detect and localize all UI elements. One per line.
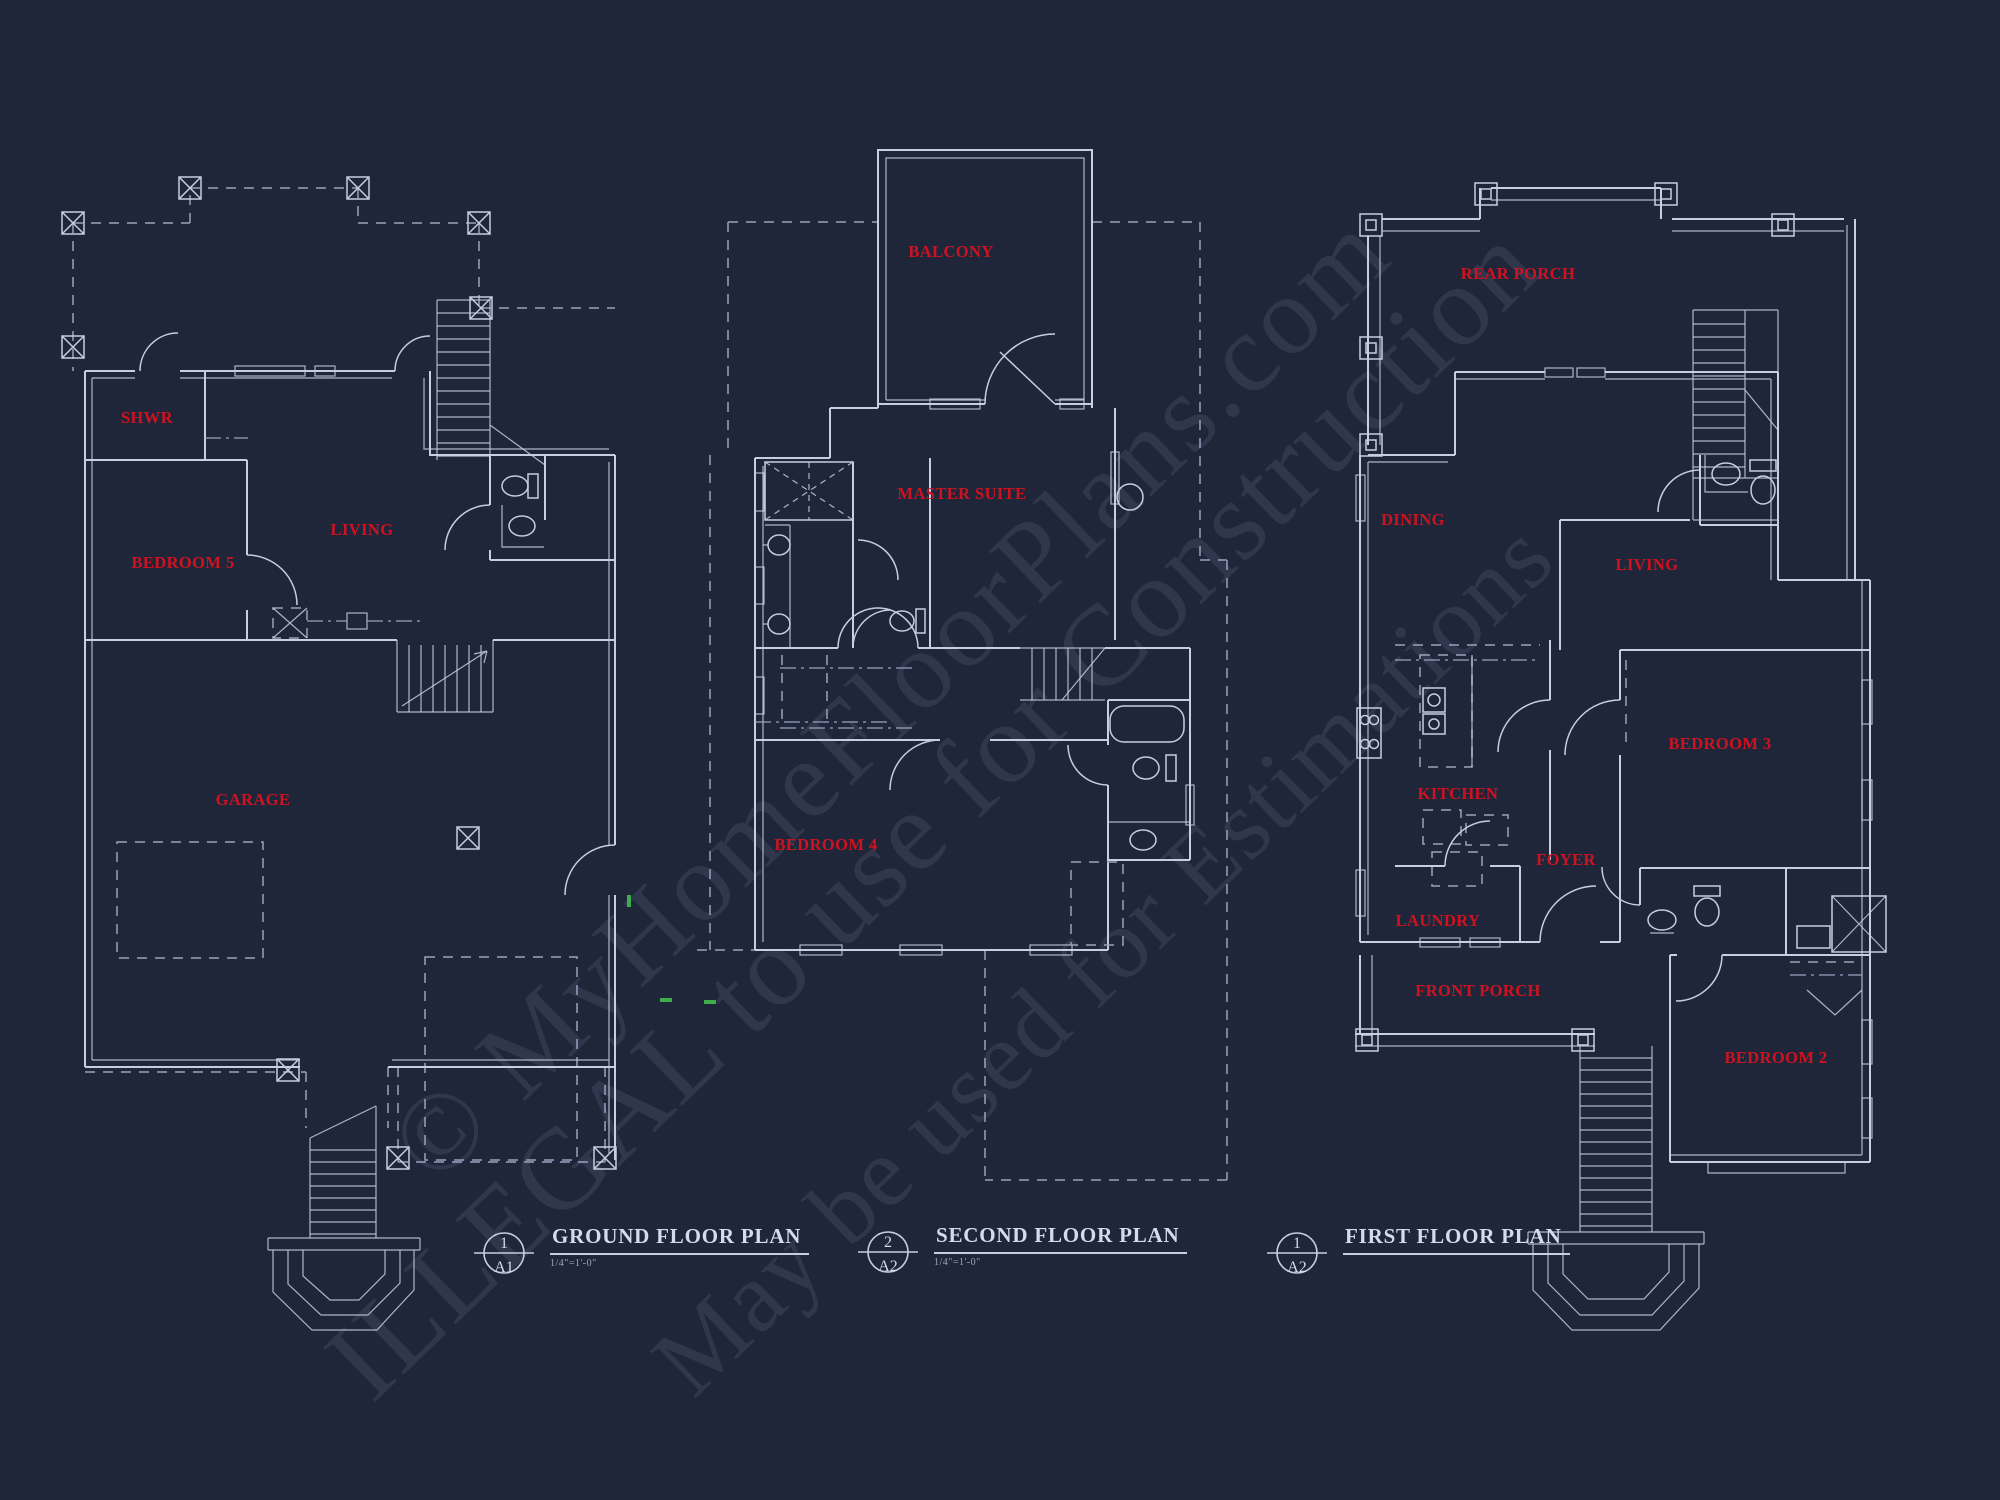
plan-title-ground: 1 A1 GROUND FLOOR PLAN 1/4"=1'-0" [468, 1222, 810, 1284]
room-label-balcony: BALCONY [908, 242, 994, 261]
walk-in-closet [780, 655, 1124, 946]
first-floor-plan-drawing [1355, 182, 1887, 1331]
laundry-room [1395, 820, 1521, 942]
room-label-rear-porch: REAR PORCH [1460, 264, 1576, 283]
toilet-fixture [501, 473, 539, 499]
detail-callout-icon: 1 A2 [1267, 1232, 1327, 1276]
room-label-foyer: FOYER [1536, 850, 1596, 869]
room-label-bedroom2: BEDROOM 2 [1724, 1048, 1828, 1067]
powder-bath [1657, 455, 1778, 526]
room-label-bedroom3: BEDROOM 3 [1668, 734, 1772, 753]
door-swing-arcs [139, 332, 616, 896]
room-label-front-porch: FRONT PORCH [1415, 981, 1541, 1000]
room-label-laundry: LAUNDRY [1395, 911, 1481, 930]
detail-callout-icon: 2 A2 [858, 1231, 918, 1275]
callout-number: 1 [1293, 1235, 1301, 1252]
front-door-arc [1539, 885, 1597, 943]
front-stoop [267, 1105, 421, 1331]
shower-fixture [764, 461, 854, 521]
room-label-bedroom5: BEDROOM 5 [131, 553, 235, 572]
sink-fixture [1108, 821, 1190, 851]
plan-title-text: GROUND FLOOR PLAN [550, 1222, 810, 1255]
interior-stairs [396, 640, 494, 713]
deck-dashed-outline [72, 187, 615, 1163]
plan-scale-text: 1/4"=1'-0" [934, 1257, 981, 1268]
callout-sheet: A2 [878, 1258, 898, 1275]
plan-scale-text [1343, 1258, 1570, 1270]
second-floor-plan-drawing [697, 149, 1228, 1181]
door-swing-arcs [837, 539, 1109, 791]
toilet-fixture [889, 608, 926, 634]
room-label-living-g: LIVING [330, 520, 394, 539]
plan-scale-text: 1/4"=1'-0" [550, 1258, 597, 1269]
room-label-garage: GARAGE [215, 790, 291, 809]
sink-fixture [501, 505, 544, 548]
stairs [1692, 309, 1779, 521]
deck-post-icons [61, 176, 617, 1170]
bathtub-fixture [1109, 705, 1185, 743]
room-label-dining: DINING [1381, 510, 1445, 529]
room-label-master: MASTER SUITE [897, 484, 1027, 503]
ground-floor-plan-drawing [61, 176, 617, 1331]
detail-callout-icon: 1 A1 [474, 1232, 534, 1276]
room-label-shwr: SHWR [120, 408, 174, 427]
room-label-kitchen: KITCHEN [1417, 784, 1499, 803]
plan-title-text: SECOND FLOOR PLAN [934, 1221, 1188, 1254]
bedroom2-walls [1669, 954, 1870, 1162]
callout-number: 2 [884, 1234, 892, 1251]
exterior-stairs [436, 299, 546, 466]
hall-bath [1601, 866, 1887, 955]
fireplace [272, 607, 420, 639]
rear-porch-rails [1367, 187, 1856, 580]
double-vanity-sinks [763, 524, 791, 648]
room-label-bedroom4: BEDROOM 4 [774, 835, 878, 854]
callout-sheet: A2 [1287, 1259, 1307, 1276]
plan-title-first: 1 A2 FIRST FLOOR PLAN [1261, 1222, 1570, 1284]
toilet-fixture [1132, 754, 1177, 782]
callout-number: 1 [500, 1235, 508, 1252]
balcony-walls [877, 149, 1093, 410]
exterior-walls [84, 365, 616, 1160]
interior-walls [85, 371, 615, 641]
stairs [755, 647, 1106, 723]
front-steps [1527, 1046, 1705, 1331]
snap-marks [627, 895, 716, 1004]
room-label-living-f: LIVING [1615, 555, 1679, 574]
plan-title-second: 2 A2 SECOND FLOOR PLAN 1/4"=1'-0" [852, 1221, 1188, 1283]
bedroom3-walls [1559, 519, 1870, 942]
front-porch-rails [1355, 955, 1595, 1047]
plan-title-text: FIRST FLOOR PLAN [1343, 1222, 1570, 1255]
kitchen [1356, 640, 1551, 887]
callout-sheet: A1 [494, 1259, 514, 1276]
